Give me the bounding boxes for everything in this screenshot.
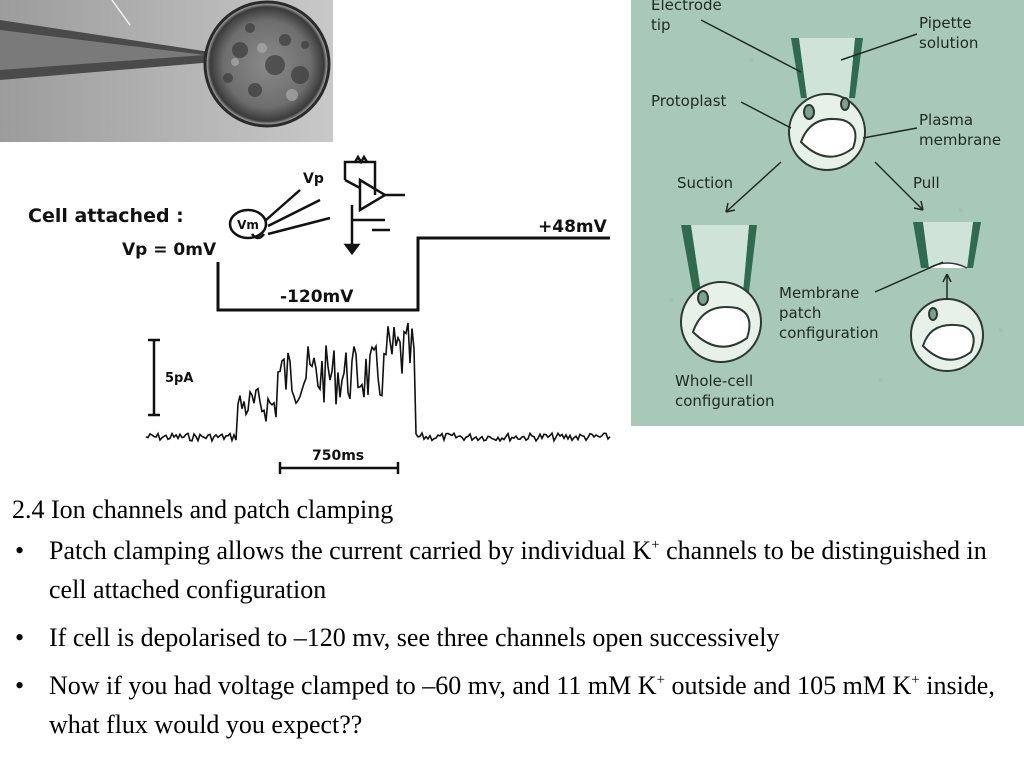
diagram-arrows [700, 19, 952, 300]
cell-attached-recording-figure: Cell attached : Vp = 0mV +48mV -120mV Vm… [28, 154, 611, 474]
cell-micrograph-image [0, 0, 333, 142]
bullet-marker: • [15, 623, 25, 652]
patch-pipette [913, 222, 981, 269]
bullet-marker: • [15, 671, 25, 700]
pipette-solution-label-line2: solution [919, 34, 978, 52]
time-scale-bar [278, 462, 400, 474]
current-scale-label: 5pA [165, 371, 193, 386]
whole-cell-protoplast [680, 281, 762, 363]
bullet-item: • Patch clamping allows the current carr… [12, 531, 1017, 609]
bullet-text: Patch clamping allows the current carrie… [49, 536, 652, 565]
suction-label: Suction [677, 174, 733, 192]
membrane-patch-label-line1: Membrane [779, 284, 859, 302]
pipette-solution-label-line1: Pipette [919, 14, 972, 32]
bullet-item: • Now if you had voltage clamped to –60 … [12, 666, 1017, 744]
pull-label: Pull [913, 174, 940, 192]
protoplast-label: Protoplast [651, 92, 727, 110]
circuit-schematic [228, 154, 405, 256]
slide-text-block: 2.4 Ion channels and patch clamping • Pa… [12, 490, 1017, 753]
top-protoplast [788, 93, 866, 171]
bullet-item: • If cell is depolarised to –120 mv, see… [12, 618, 1017, 657]
vm-symbol: Vm [237, 218, 259, 232]
hyperpol-voltage-label: -120mV [280, 287, 354, 307]
slide-heading: 2.4 Ion channels and patch clamping [12, 495, 394, 524]
superscript-plus: + [911, 672, 920, 688]
electrode-tip-label-line2: tip [651, 16, 671, 34]
membrane-patch-label-line2: patch [779, 304, 821, 322]
bullet-text: channels to be distinguished in cell att… [49, 536, 987, 604]
patch-protoplast [910, 298, 984, 372]
plasma-membrane-label-line2: membrane [919, 131, 1001, 149]
patch-configuration-diagram: Electrode tip Pipette solution Protoplas… [631, 0, 1024, 426]
voltage-protocol-line [216, 236, 610, 312]
time-scale-label: 750ms [312, 448, 364, 464]
bullet-text: Now if you had voltage clamped to –60 mv… [49, 671, 657, 700]
bullet-text: inside, what flux would you expect?? [49, 671, 995, 739]
top-pipette [791, 38, 863, 98]
cell-attached-label: Cell attached : [28, 205, 184, 227]
current-trace [145, 322, 611, 444]
vp-symbol: Vp [303, 171, 324, 187]
bullet-list: • Patch clamping allows the current carr… [12, 531, 1017, 744]
electrode-tip-label-line1: Electrode [651, 0, 722, 14]
depol-voltage-label: +48mV [538, 217, 608, 237]
whole-cell-pipette [681, 225, 757, 292]
whole-cell-label-line2: configuration [675, 392, 775, 410]
plasma-membrane-label-line1: Plasma [919, 111, 973, 129]
membrane-patch-label-line3: configuration [779, 324, 879, 342]
whole-cell-label-line1: Whole-cell [675, 372, 753, 390]
current-scale-bar [148, 338, 160, 417]
superscript-plus: + [656, 672, 665, 688]
bullet-text: If cell is depolarised to –120 mv, see t… [49, 623, 780, 652]
bullet-marker: • [15, 536, 25, 565]
bullet-text: outside and 105 mM K [665, 671, 912, 700]
vp-zero-label: Vp = 0mV [122, 240, 217, 260]
superscript-plus: + [651, 537, 660, 553]
